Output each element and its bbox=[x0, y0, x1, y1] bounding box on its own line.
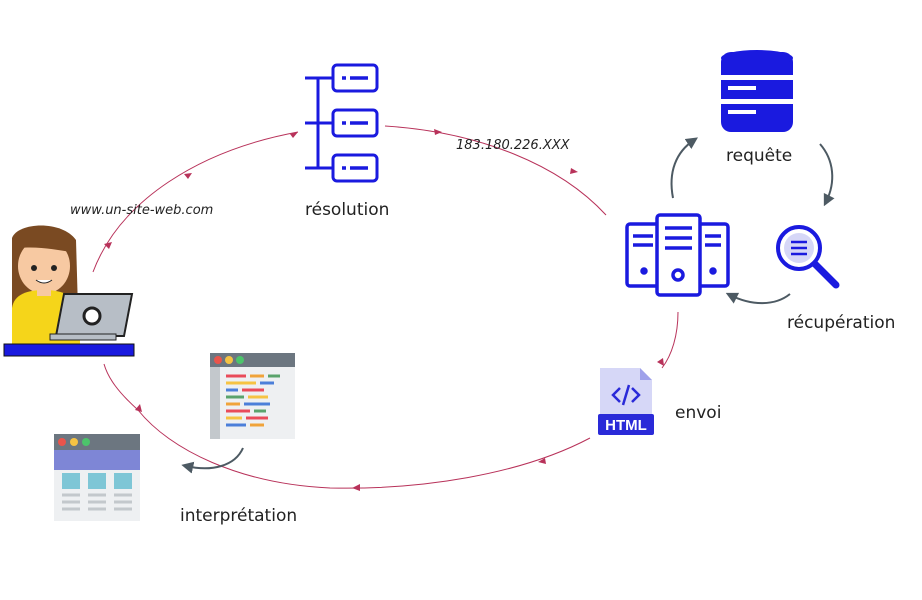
arrowhead-3 bbox=[290, 132, 298, 138]
arrowhead-2 bbox=[184, 173, 192, 179]
arrowhead-4 bbox=[434, 129, 442, 135]
arrow-db-to-search bbox=[819, 143, 835, 207]
arrowhead-9 bbox=[135, 404, 142, 412]
arc-html-to-browser bbox=[137, 409, 591, 489]
dns-tree-icon bbox=[305, 63, 379, 183]
arc-user-to-dns bbox=[92, 131, 299, 273]
arc-browser-to-user bbox=[103, 363, 139, 411]
arrowhead-6 bbox=[657, 358, 664, 366]
user-laptop-icon bbox=[3, 225, 135, 357]
sub-cycle-arrows bbox=[181, 137, 835, 474]
requete-label: requête bbox=[726, 146, 793, 166]
server-icon bbox=[625, 213, 730, 297]
url-label: www.un-site-web.com bbox=[70, 203, 214, 218]
database-icon bbox=[721, 50, 793, 132]
code-editor-icon bbox=[210, 353, 295, 439]
arc-dns-to-server bbox=[384, 125, 607, 216]
browser-page-icon bbox=[54, 434, 140, 521]
cycle-arcs bbox=[92, 125, 679, 489]
arrow-code-to-browser bbox=[181, 447, 244, 474]
arrowhead-8 bbox=[352, 484, 360, 491]
arc-server-to-html bbox=[661, 311, 679, 369]
cycle-arrowheads bbox=[104, 129, 664, 491]
magnifier-icon bbox=[776, 225, 840, 289]
envoi-label: envoi bbox=[675, 403, 722, 423]
html-file-icon: HTML bbox=[598, 368, 654, 435]
resolution-label: résolution bbox=[305, 200, 390, 220]
arrow-search-to-server bbox=[725, 292, 791, 305]
recuperation-label: récupération bbox=[787, 313, 896, 333]
arrowhead-1 bbox=[104, 242, 112, 249]
arrowhead-7 bbox=[538, 458, 546, 464]
arrowhead-5 bbox=[570, 168, 578, 174]
interpretation-label: interprétation bbox=[180, 506, 298, 526]
html-badge-text: HTML bbox=[605, 417, 647, 434]
ip-label: 183.180.226.XXX bbox=[456, 138, 570, 153]
arrow-server-to-db bbox=[670, 137, 698, 199]
